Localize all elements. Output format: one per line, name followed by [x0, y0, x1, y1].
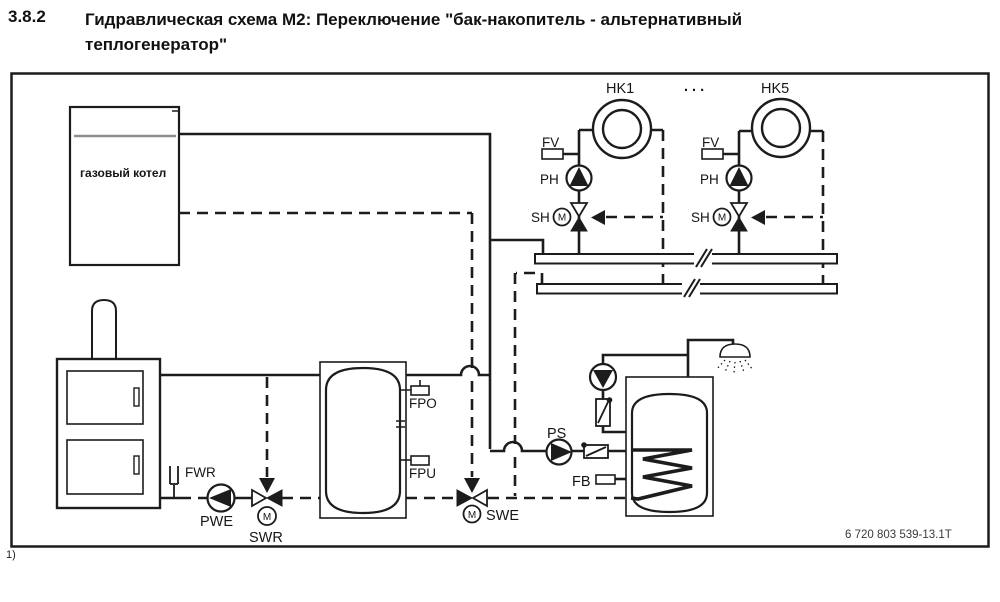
m-label-swe: M [468, 510, 476, 521]
fb-label: FB [572, 474, 591, 490]
fpu-label: FPU [409, 466, 436, 481]
sensors [169, 148, 724, 485]
gas-boiler [68, 105, 181, 267]
heating-circuit-hk5 [750, 97, 812, 159]
valve-sh-hk5 [712, 202, 765, 232]
reference-number: 6 720 803 539-13.1T [845, 529, 952, 541]
valve-sh-hk1 [552, 202, 605, 232]
m-label-swr: M [263, 512, 271, 523]
section-title: Гидравлическая схема М2: Переключение "б… [85, 7, 965, 57]
ps-label: PS [547, 426, 566, 442]
swr-label: SWR [249, 530, 283, 546]
ph-label-hk5: PH [700, 172, 719, 187]
heating-manifold [534, 248, 838, 298]
m-label-sh-hk1: M [558, 213, 566, 224]
dhw-coil [630, 448, 693, 501]
ph-label-hk1: PH [540, 172, 559, 187]
pump-ph-hk5 [725, 164, 753, 192]
m-label-sh-hk5: M [718, 213, 726, 224]
fv-sensor-hk1 [541, 148, 564, 160]
section-title-line2: теплогенератор" [85, 35, 228, 54]
pwe-label: PWE [200, 514, 233, 530]
heating-circuit-hk1 [591, 98, 653, 160]
chimney [91, 298, 117, 361]
check-valve-loading [581, 442, 609, 459]
pump-ps [545, 438, 573, 466]
supply-manifold-bar [534, 253, 838, 265]
manifold-break-marks [682, 248, 713, 298]
tank-mid-port [396, 420, 405, 428]
fv-sensor-hk5 [701, 148, 724, 160]
dhw-tank [625, 376, 714, 517]
fpu-sensor [410, 455, 430, 466]
boiler-door-upper [66, 370, 144, 425]
fpo-label: FPO [409, 396, 437, 411]
footnote-marker: 1) [6, 549, 16, 561]
fwr-label: FWR [185, 465, 216, 480]
return-pipes-dashed [179, 130, 825, 500]
hk5-label: HK5 [761, 81, 789, 97]
fb-sensor [595, 474, 616, 485]
section-title-line1: Гидравлическая схема М2: Переключение "б… [85, 10, 743, 29]
solid-fuel-boiler [55, 298, 162, 510]
pump-circulation [588, 362, 618, 392]
boiler-door-lower [66, 439, 144, 495]
fv-label-hk5: FV [702, 135, 719, 150]
fpo-sensor [410, 385, 430, 396]
pump-ph-hk1 [565, 164, 593, 192]
section-number: 3.8.2 [8, 7, 46, 26]
swe-label: SWE [486, 508, 519, 524]
sh-label-hk5: SH [691, 210, 710, 225]
hk1-label: HK1 [606, 81, 634, 97]
sh-label-hk1: SH [531, 210, 550, 225]
supply-pipes [160, 128, 823, 500]
shower-icon [715, 343, 754, 374]
hk-dots-label: . . . [684, 79, 704, 95]
fv-label-hk1: FV [542, 135, 559, 150]
buffer-tank [319, 361, 430, 519]
check-valve-circulation [595, 397, 613, 427]
pump-pwe [206, 483, 236, 513]
gas-boiler-notch [172, 110, 180, 118]
valve-swe [456, 478, 488, 524]
fwr-sensor [169, 466, 179, 485]
valve-swr [251, 478, 283, 526]
gas-boiler-label: газовый котел [80, 166, 166, 180]
